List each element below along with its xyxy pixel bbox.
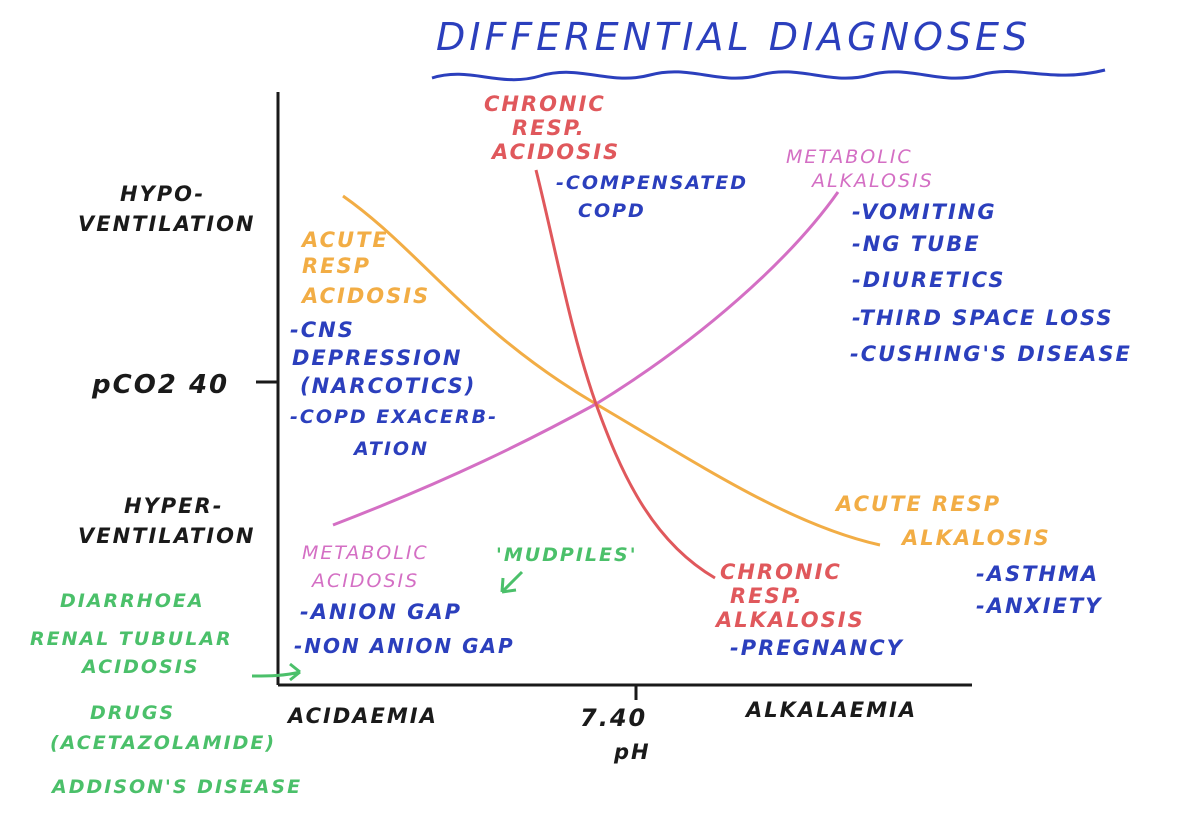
y-top-label-1: HYPO- bbox=[120, 182, 206, 206]
acute-resp-alkalosis-label-1: ACUTE RESP bbox=[836, 492, 1002, 516]
x-left-label: ACIDAEMIA bbox=[288, 704, 438, 728]
y-top-label-2: VENTILATION bbox=[78, 212, 256, 236]
chronic-resp-alkalosis-label-1: CHRONIC bbox=[720, 560, 842, 584]
chronic-resp-alkalosis-label-3: ALKALOSIS bbox=[716, 608, 865, 632]
chronic-resp-curve bbox=[534, 169, 716, 580]
page-title: DIFFERENTIAL DIAGNOSES bbox=[436, 15, 1032, 59]
acute-resp-acidosis-item-5: ATION bbox=[354, 438, 429, 460]
mudpiles-mnemonic: 'MUDPILES' bbox=[496, 544, 638, 566]
acute-resp-acidosis-item-2: DEPRESSION bbox=[292, 346, 463, 370]
acute-resp-acidosis-label-3: ACIDOSIS bbox=[302, 284, 431, 308]
x-mid-label: 7.40 bbox=[580, 704, 648, 732]
acute-resp-acidosis-label-2: RESP bbox=[302, 254, 372, 278]
y-bottom-label-1: HYPER- bbox=[124, 494, 224, 518]
acute-resp-acidosis-label-1: ACUTE bbox=[302, 228, 389, 252]
non-anion-gap-arrow bbox=[251, 662, 301, 682]
chronic-resp-acidosis-item-1: -COMPENSATED bbox=[556, 172, 748, 194]
metabolic-alkalosis-label-2: ALKALOSIS bbox=[812, 170, 934, 192]
metabolic-alkalosis-item-3: -DIURETICS bbox=[852, 268, 1006, 292]
cause-drugs-1: DRUGS bbox=[90, 702, 176, 724]
chronic-resp-acidosis-label-1: CHRONIC bbox=[484, 92, 606, 116]
acute-resp-acidosis-item-3: (NARCOTICS) bbox=[300, 374, 477, 398]
acute-resp-alkalosis-item-1: -ASTHMA bbox=[976, 562, 1100, 586]
title-underline bbox=[431, 68, 1106, 82]
metabolic-alkalosis-item-1: -VOMITING bbox=[852, 200, 997, 224]
x-axis-label: pH bbox=[614, 740, 651, 764]
metabolic-alkalosis-label-1: METABOLIC bbox=[786, 146, 913, 168]
acute-resp-acidosis-item-1: -CNS bbox=[290, 318, 355, 342]
cause-diarrhoea: DIARRHOEA bbox=[60, 590, 205, 612]
acute-resp-acidosis-item-4: -COPD EXACERB- bbox=[290, 406, 498, 428]
metabolic-alkalosis-item-5: -CUSHING'S DISEASE bbox=[850, 342, 1132, 366]
cause-rta-1: RENAL TUBULAR bbox=[30, 628, 233, 650]
acute-resp-curve bbox=[342, 194, 881, 547]
acute-resp-alkalosis-label-2: ALKALOSIS bbox=[902, 526, 1051, 550]
cause-addisons: ADDISON'S DISEASE bbox=[52, 776, 303, 798]
metabolic-acidosis-label-2: ACIDOSIS bbox=[312, 570, 420, 592]
y-bottom-label-2: VENTILATION bbox=[78, 524, 256, 548]
metabolic-alkalosis-item-4: -THIRD SPACE LOSS bbox=[852, 306, 1114, 330]
mudpiles-arrow bbox=[500, 570, 524, 594]
chronic-resp-acidosis-item-2: COPD bbox=[578, 200, 646, 222]
chronic-resp-alkalosis-label-2: RESP. bbox=[730, 584, 804, 608]
chronic-resp-alkalosis-item-1: -PREGNANCY bbox=[730, 636, 904, 660]
metabolic-alkalosis-item-2: -NG TUBE bbox=[852, 232, 981, 256]
metabolic-acidosis-item-2: -NON ANION GAP bbox=[294, 634, 515, 658]
metabolic-acidosis-item-1: -ANION GAP bbox=[300, 600, 462, 624]
cause-rta-2: ACIDOSIS bbox=[82, 656, 200, 678]
y-mid-label: pCO2 40 bbox=[92, 370, 230, 400]
chronic-resp-acidosis-label-3: ACIDOSIS bbox=[492, 140, 621, 164]
x-right-label: ALKALAEMIA bbox=[746, 698, 918, 722]
cause-drugs-2: (ACETAZOLAMIDE) bbox=[50, 732, 277, 754]
metabolic-acidosis-label-1: METABOLIC bbox=[302, 542, 429, 564]
chronic-resp-acidosis-label-2: RESP. bbox=[512, 116, 586, 140]
acute-resp-alkalosis-item-2: -ANXIETY bbox=[976, 594, 1103, 618]
